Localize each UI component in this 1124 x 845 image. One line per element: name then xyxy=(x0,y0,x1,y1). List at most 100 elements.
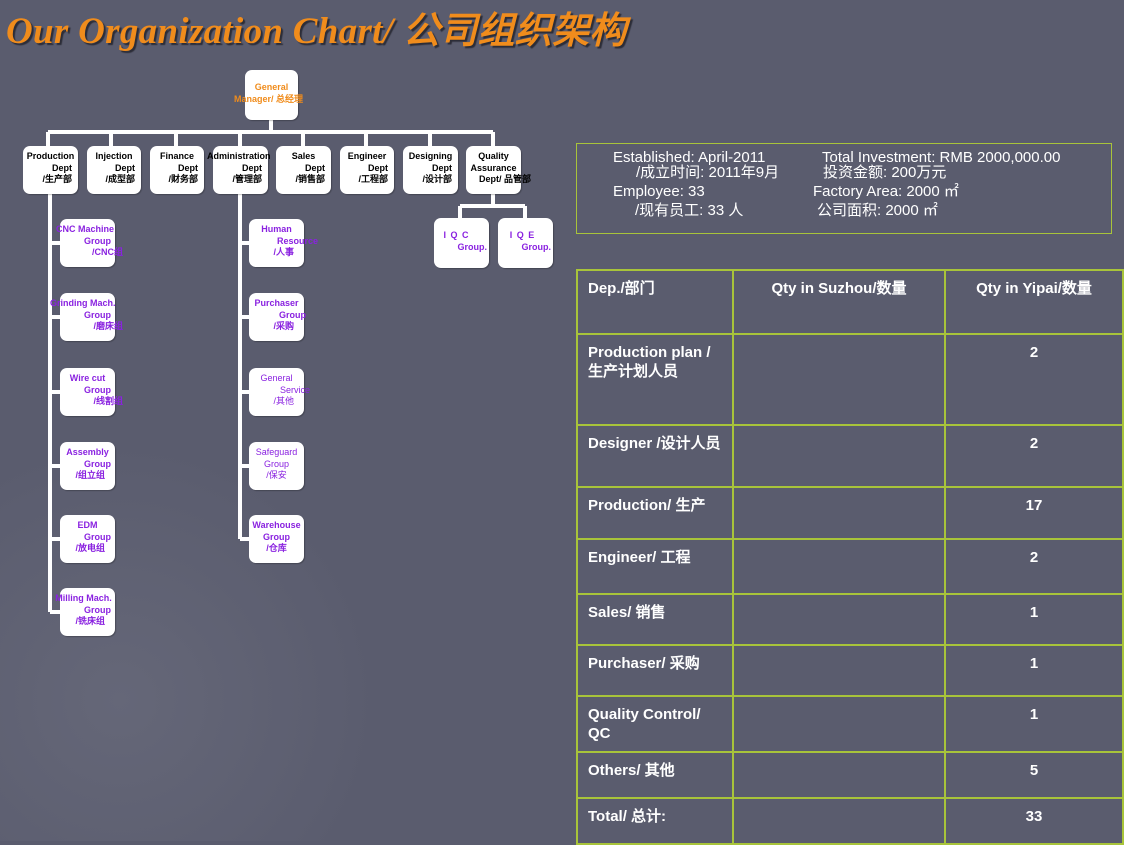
node-label: Dept xyxy=(52,162,72,173)
table-row: Others/ 其他 5 xyxy=(576,751,1124,799)
cell-qty-yipai: 2 xyxy=(944,424,1124,488)
group-cnc-machine[interactable]: CNC Machine Group /CNC组 xyxy=(56,219,123,267)
investment-cn-text: 投资金额: 200万元 xyxy=(823,164,947,181)
node-label: /采购 xyxy=(273,321,294,331)
group-iqe[interactable]: I Q E Group. xyxy=(498,218,553,268)
general-manager-node[interactable]: General Manager/ 总经理 xyxy=(234,70,303,120)
group-purchaser[interactable]: Purchaser Group /采购 xyxy=(249,293,306,341)
node-label: /组立组 xyxy=(75,470,105,480)
node-label: /管理部 xyxy=(232,174,262,184)
cell-department: Engineer/ 工程 xyxy=(576,538,734,595)
dept-engineer[interactable]: Engineer Dept /工程部 xyxy=(340,146,394,194)
dept-quality-assurance[interactable]: Quality Assurance Dept/ 品管部 xyxy=(466,146,531,194)
table-row: Designer /设计人员 2 xyxy=(576,424,1124,488)
node-label: Engineer xyxy=(347,151,387,161)
node-label: Human xyxy=(261,224,292,234)
node-label: /仓库 xyxy=(266,543,287,553)
employee-text: Employee: 33 xyxy=(613,183,705,200)
dept-production[interactable]: Production Dept /生产部 xyxy=(23,146,78,194)
org-connector-lines xyxy=(46,120,527,614)
group-safeguard[interactable]: Safeguard Group /保安 xyxy=(249,442,304,490)
cell-qty-yipai: 1 xyxy=(944,695,1124,753)
cell-department: Others/ 其他 xyxy=(576,751,734,799)
employee-cn-text: /现有员工: 33 人 xyxy=(635,202,744,219)
group-wire-cut[interactable]: Wire cut Group /线割组 xyxy=(60,368,123,416)
node-label: Group xyxy=(84,458,111,469)
cell-qty-suzhou xyxy=(732,797,946,845)
dept-administration[interactable]: Administration Dept /管理部 xyxy=(207,146,271,194)
cell-qty-suzhou xyxy=(732,486,946,540)
dept-designing[interactable]: Designing Dept /设计部 xyxy=(403,146,458,194)
node-label: /放电组 xyxy=(75,543,105,553)
node-label: Dept xyxy=(305,162,325,173)
node-label: /CNC组 xyxy=(92,247,123,257)
node-label: /人事 xyxy=(273,247,294,257)
dept-injection[interactable]: Injection Dept /成型部 xyxy=(87,146,141,194)
node-label: Resource xyxy=(276,235,318,246)
node-label: Administration xyxy=(207,151,271,161)
node-label: Finance xyxy=(159,151,194,161)
cell-department: Sales/ 销售 xyxy=(576,593,734,646)
cell-qty-yipai: 33 xyxy=(944,797,1124,845)
cell-qty-suzhou xyxy=(732,751,946,799)
staff-count-table: Dep./部门 Qty in Suzhou/数量 Qty in Yipai/数量… xyxy=(576,269,1124,845)
dept-sales[interactable]: Sales Dept /销售部 xyxy=(276,146,331,194)
node-label: EDM xyxy=(77,520,98,530)
table-row: Purchaser/ 采购 1 xyxy=(576,644,1124,697)
cell-department: Quality Control/ QC xyxy=(576,695,734,753)
cell-qty-suzhou xyxy=(732,593,946,646)
group-milling-machine[interactable]: Milling Mach. Group /铣床组 xyxy=(55,588,115,636)
node-label: Group xyxy=(84,604,111,615)
node-label: /线割组 xyxy=(93,396,123,406)
cell-qty-yipai: 2 xyxy=(944,538,1124,595)
cell-qty-suzhou xyxy=(732,644,946,697)
group-assembly[interactable]: Assembly Group /组立组 xyxy=(60,442,115,490)
cell-department: Designer /设计人员 xyxy=(576,424,734,488)
column-header-qty-yipai: Qty in Yipai/数量 xyxy=(944,269,1124,335)
node-label: /财务部 xyxy=(168,174,198,184)
node-label: Dept xyxy=(432,162,452,173)
node-label: Purchaser xyxy=(254,298,299,308)
node-label: Group xyxy=(84,235,111,246)
node-label: Assurance xyxy=(470,162,517,173)
group-edm[interactable]: EDM Group /放电组 xyxy=(60,515,115,563)
node-label: Dept xyxy=(242,162,262,173)
node-label: Service xyxy=(279,384,310,395)
group-human-resource[interactable]: Human Resource /人事 xyxy=(249,219,318,267)
node-label: Manager/ 总经理 xyxy=(234,93,304,104)
table-row: Sales/ 销售 1 xyxy=(576,593,1124,646)
cell-qty-yipai: 17 xyxy=(944,486,1124,540)
node-label: Injection xyxy=(95,151,133,161)
node-label: Production xyxy=(26,151,75,161)
cell-department: Total/ 总计: xyxy=(576,797,734,845)
node-label: Group xyxy=(84,309,111,320)
group-general-service[interactable]: General Service /其他 xyxy=(249,368,310,416)
node-label: I Q E xyxy=(509,230,536,240)
group-iqc[interactable]: I Q C Group. xyxy=(434,218,489,268)
node-label: Group xyxy=(263,531,290,542)
group-warehouse[interactable]: Warehouse Group /仓库 xyxy=(249,515,304,563)
node-label: Dept xyxy=(368,162,388,173)
company-info-box: Established: April-2011 /成立时间: 2011年9月 T… xyxy=(576,143,1112,234)
established-text: Established: April-2011 xyxy=(613,149,766,166)
dept-finance[interactable]: Finance Dept /财务部 xyxy=(150,146,204,194)
table-row: Production/ 生产 17 xyxy=(576,486,1124,540)
cell-qty-yipai: 5 xyxy=(944,751,1124,799)
column-header-department: Dep./部门 xyxy=(576,269,734,335)
investment-text: Total Investment: RMB 2000,000.00 xyxy=(822,149,1061,166)
node-label: General xyxy=(254,82,289,92)
group-grinding-machine[interactable]: Grinding Mach. Group /磨床组 xyxy=(50,293,123,341)
node-label: Milling Mach. xyxy=(55,593,112,603)
table-row: Quality Control/ QC 1 xyxy=(576,695,1124,753)
node-label: Designing xyxy=(408,151,453,161)
node-label: General xyxy=(260,373,293,383)
node-label: Group. xyxy=(457,241,488,252)
node-label: Safeguard xyxy=(255,447,298,457)
node-label: Group xyxy=(84,384,111,395)
node-label: /生产部 xyxy=(42,174,72,184)
factory-area-cn-text: 公司面积: 2000 ㎡ xyxy=(817,202,938,219)
cell-department: Purchaser/ 采购 xyxy=(576,644,734,697)
node-label: Group xyxy=(263,458,289,469)
node-label: Group xyxy=(84,531,111,542)
node-label: /保安 xyxy=(266,470,287,480)
